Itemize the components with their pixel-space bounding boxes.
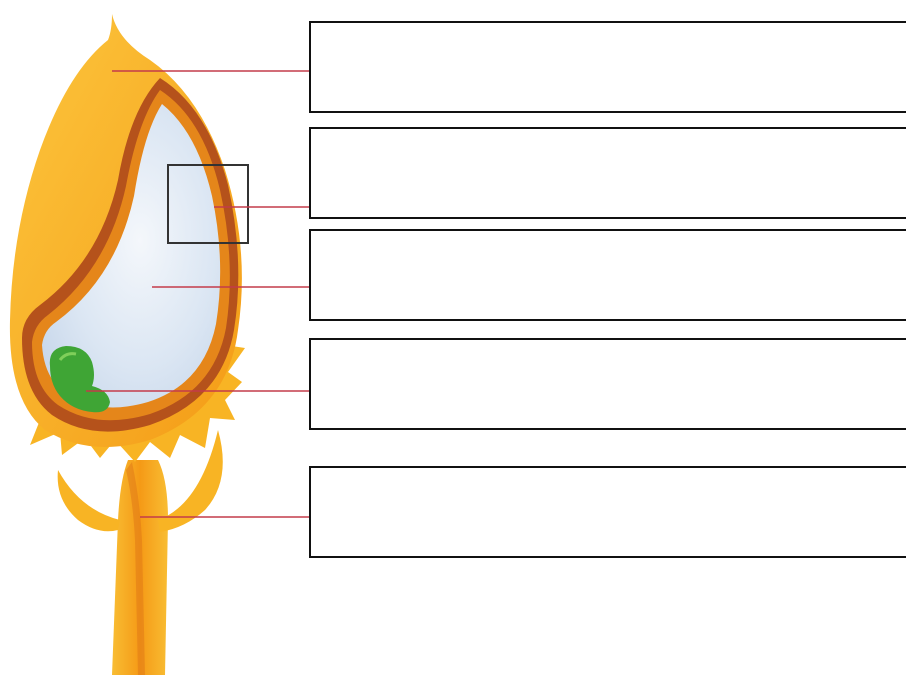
label-box-5[interactable] [309,466,906,558]
label-box-4[interactable] [309,338,906,430]
left-horn [58,470,120,531]
label-box-3[interactable] [309,229,906,321]
label-box-2[interactable] [309,127,906,219]
label-box-1[interactable] [309,21,906,113]
